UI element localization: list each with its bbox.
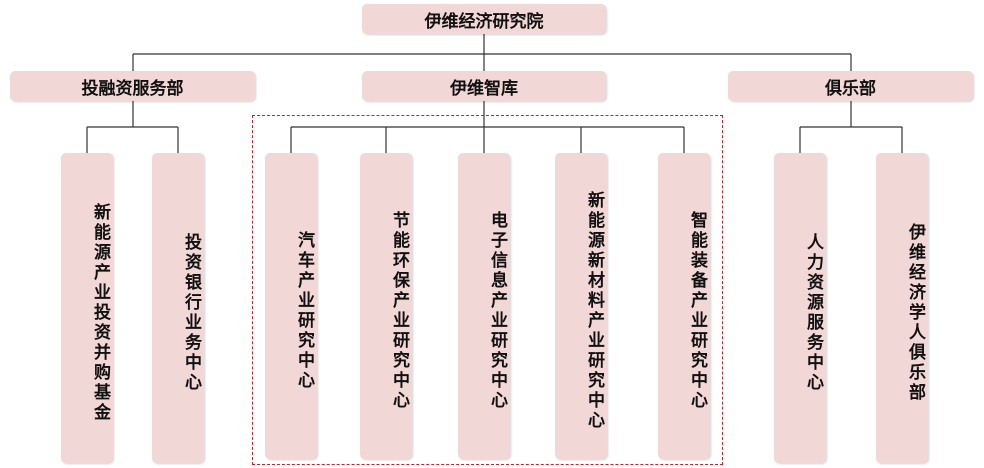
node-new-energy-fund: 新能源产业投资并购基金	[61, 153, 113, 463]
node-auto-research: 汽车产业研究中心	[265, 153, 317, 459]
think-tank-group-border	[252, 115, 723, 465]
node-smart-equipment-research: 智能装备产业研究中心	[658, 153, 710, 459]
branch-club: 俱乐部	[728, 71, 973, 101]
node-new-materials-research: 新能源新材料产业研究中心	[555, 153, 607, 459]
node-hr-services: 人力资源服务中心	[774, 153, 826, 463]
branch-investment-services: 投融资服务部	[10, 71, 255, 101]
node-energy-saving-research: 节能环保产业研究中心	[360, 153, 412, 459]
node-electronics-research: 电子信息产业研究中心	[458, 153, 510, 459]
branch-think-tank: 伊维智库	[362, 71, 606, 101]
root-node: 伊维经济研究院	[362, 4, 606, 34]
node-economist-club: 伊维经济学人俱乐部	[876, 153, 928, 463]
node-investment-banking: 投资银行业务中心	[152, 153, 204, 463]
